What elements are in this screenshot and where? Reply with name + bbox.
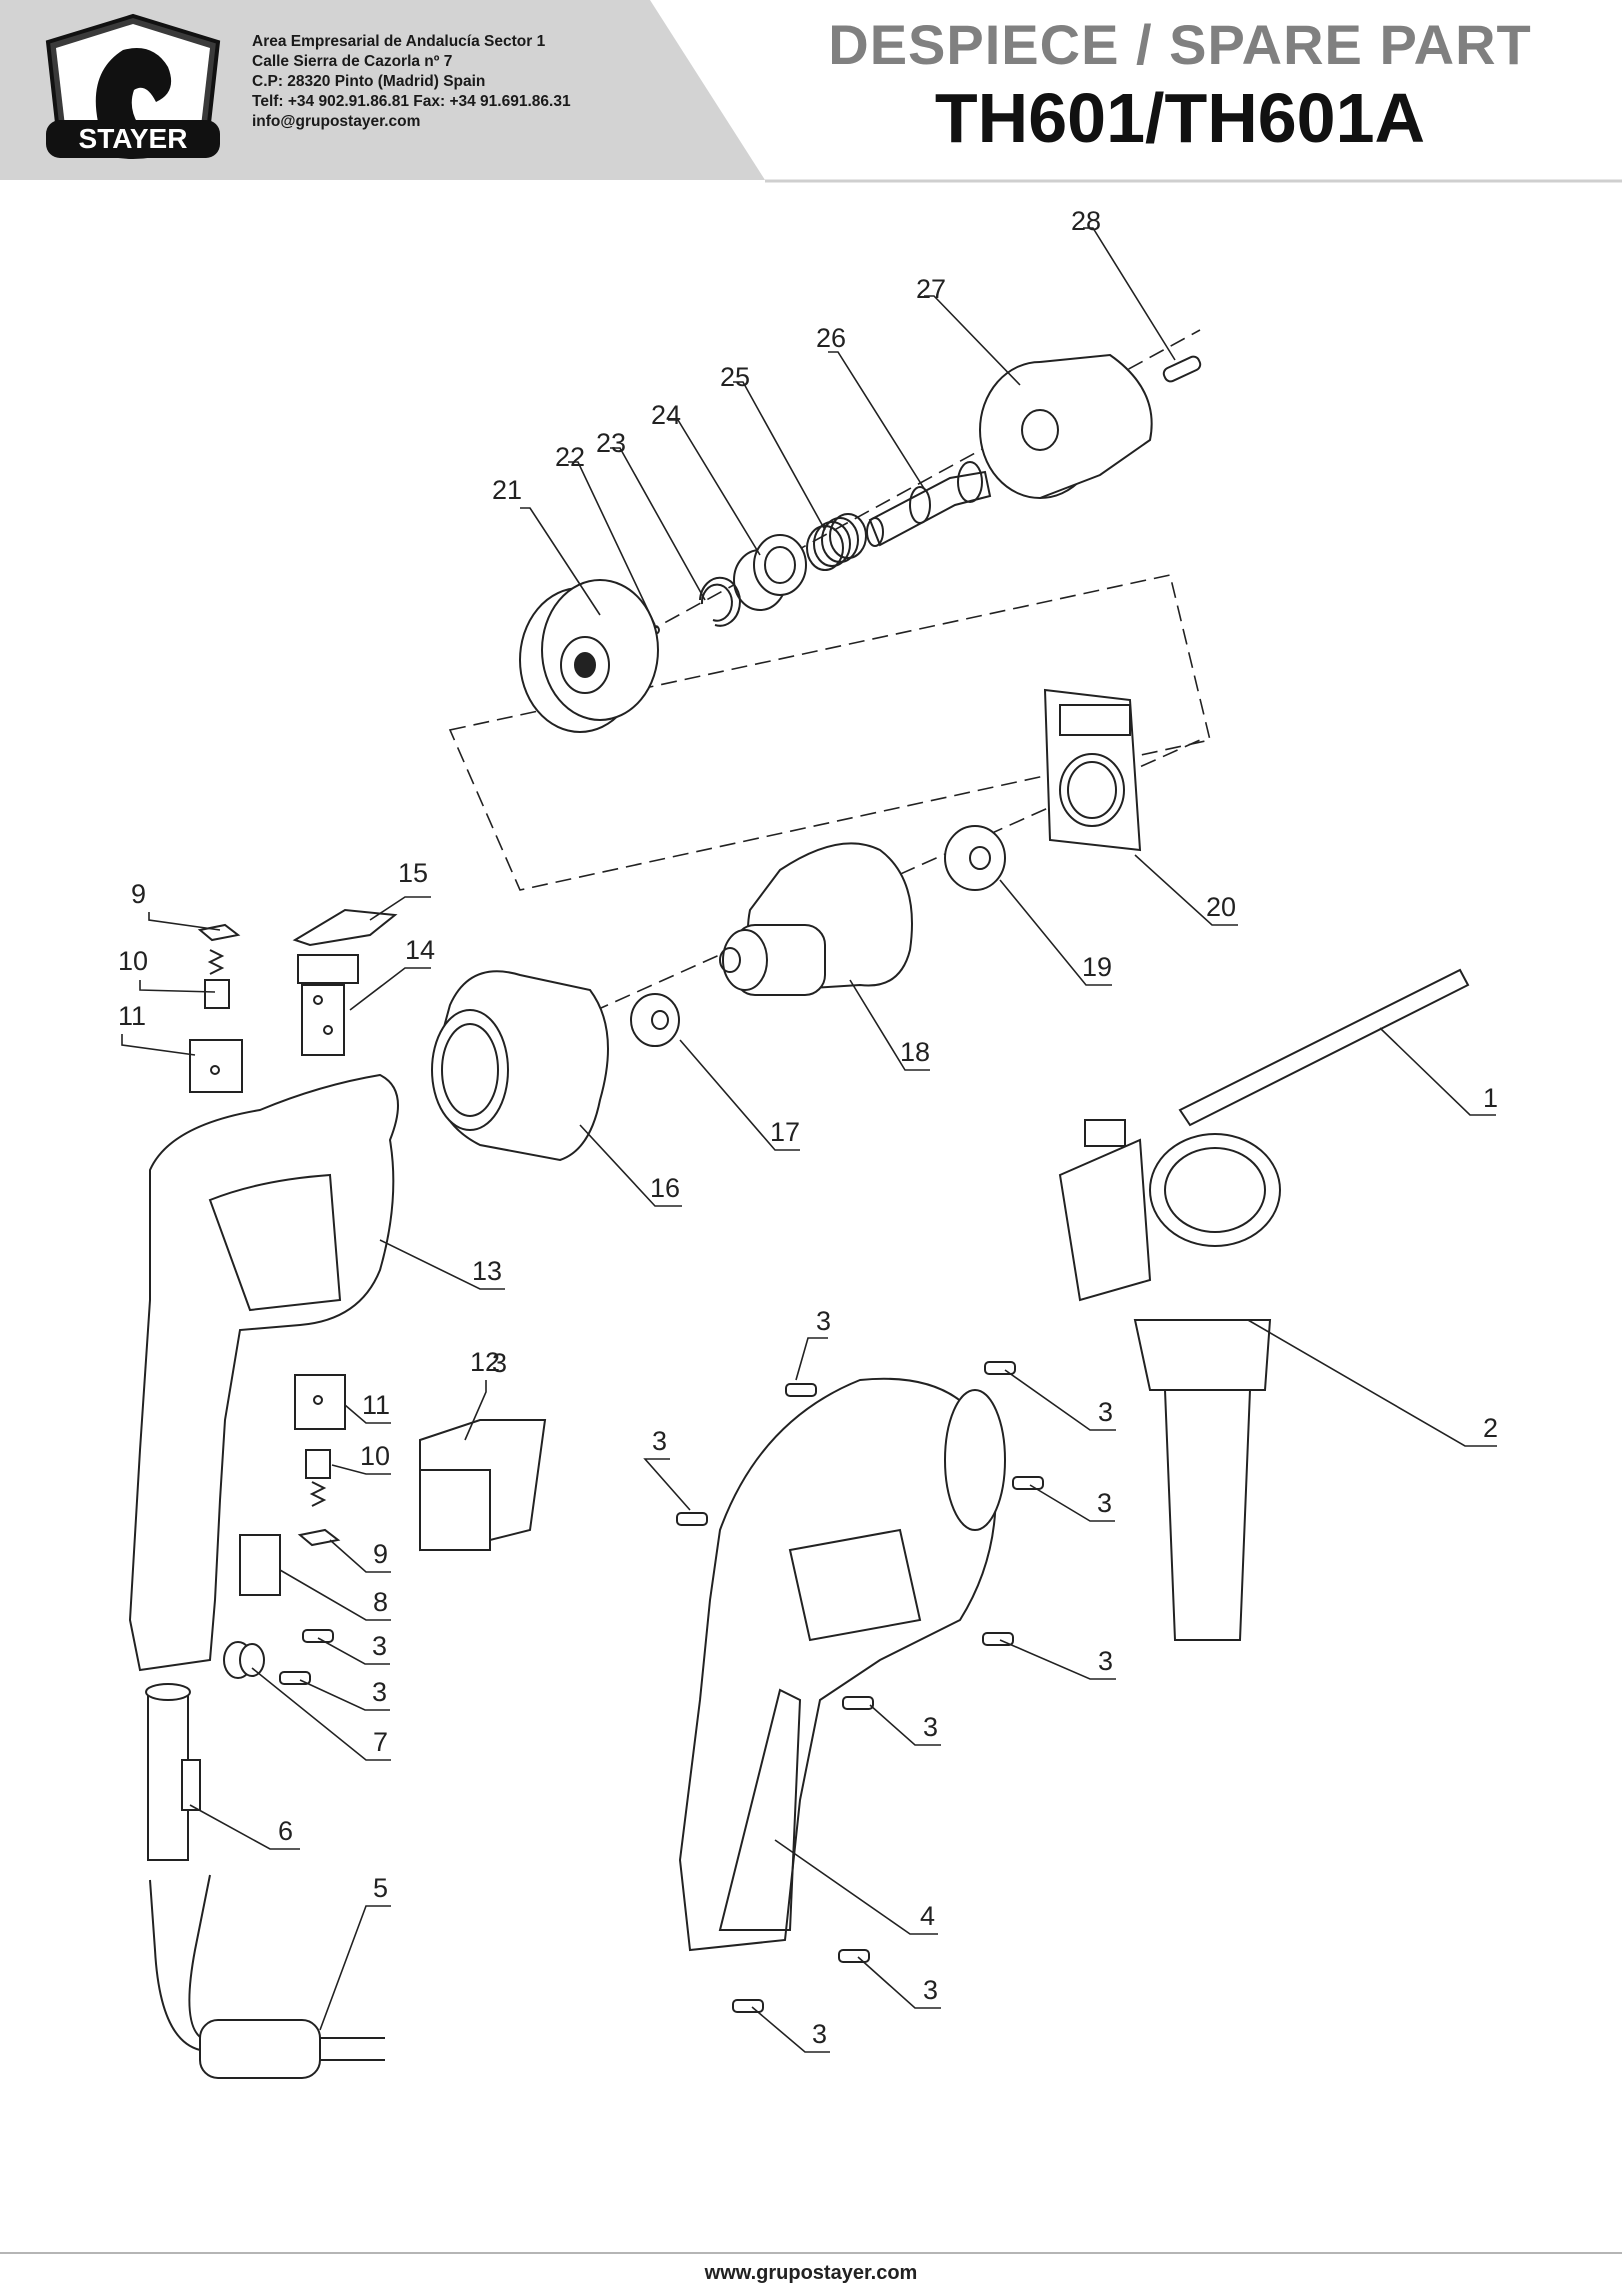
callout-3: 3 (923, 1712, 938, 1742)
callout-3: 3 (372, 1631, 387, 1661)
footer-website: www.grupostayer.com (704, 2262, 918, 2284)
callout-14: 14 (405, 935, 435, 965)
part-19-washer (944, 825, 1006, 891)
part-15-switch-cover (292, 908, 398, 947)
part-4-assembled-drill (678, 1377, 1006, 1952)
callout-28: 28 (1071, 206, 1101, 236)
company-phone-fax: Telf: +34 902.91.86.81 Fax: +34 91.691.8… (252, 93, 571, 110)
callout-18: 18 (900, 1037, 930, 1067)
callout-3: 3 (1097, 1488, 1112, 1518)
callout-3: 3 (1098, 1397, 1113, 1427)
callout-4: 4 (920, 1901, 935, 1931)
callout-1: 1 (1483, 1083, 1498, 1113)
callout-21: 21 (492, 475, 522, 505)
part-7-bushing (223, 1641, 265, 1679)
part-23-ring (699, 576, 741, 627)
part-6-cable-guard (145, 1683, 201, 1861)
callout-19: 19 (1082, 952, 1112, 982)
callout-22: 22 (555, 442, 585, 472)
callout-3-label: 3 (492, 1348, 507, 1378)
callout-3: 3 (652, 1426, 667, 1456)
logo-text: STAYER (79, 123, 188, 154)
callout-13: 13 (472, 1256, 502, 1286)
part-18-armature (719, 842, 913, 996)
callout-6: 6 (278, 1816, 293, 1846)
callout-11: 11 (362, 1390, 390, 1420)
callout-23: 23 (596, 428, 626, 458)
part-12-switch (419, 1419, 547, 1552)
callout-15: 15 (398, 858, 428, 888)
part-9-carbon-brush (297, 1528, 341, 1547)
callout-5: 5 (373, 1873, 388, 1903)
part-1-depth-rod (1178, 968, 1470, 1127)
model-number: TH601/TH601A (934, 79, 1426, 157)
callout-26: 26 (816, 323, 846, 353)
part-11-brush-holder (189, 1039, 243, 1093)
part-8-cable-clamp (239, 1534, 281, 1596)
company-address-line: Calle Sierra de Cazorla nº 7 (252, 53, 453, 70)
callout-10: 10 (118, 946, 148, 976)
callout-9: 9 (373, 1539, 388, 1569)
callout-16: 16 (650, 1173, 680, 1203)
part-21-gear (519, 579, 659, 733)
part-2-aux-handle (1058, 1119, 1281, 1641)
part-14-brush-holder (297, 954, 359, 1056)
part-5-power-cord (149, 1874, 385, 2079)
callout-2: 2 (1483, 1413, 1498, 1443)
footer-divider (0, 2252, 1622, 2254)
callout-17: 17 (770, 1117, 800, 1147)
callout-11: 11 (118, 1001, 146, 1031)
callout-8: 8 (373, 1587, 388, 1617)
callout-3: 3 (372, 1677, 387, 1707)
company-address-line: Area Empresarial de Andalucía Sector 1 (252, 33, 546, 50)
part-26-spindle (866, 461, 992, 547)
document-title: DESPIECE / SPARE PART (828, 13, 1532, 76)
callout-7: 7 (373, 1727, 388, 1757)
callout-20: 20 (1206, 892, 1236, 922)
part-25-spring (806, 513, 867, 571)
company-email: info@grupostayer.com (252, 113, 421, 130)
part-20-cover (1043, 688, 1142, 852)
part-28-pin (1162, 355, 1202, 383)
company-address-line: C.P: 28320 Pinto (Madrid) Spain (252, 73, 486, 90)
part-10-brush-spring (204, 949, 230, 1009)
stayer-logo: STAYER (45, 13, 221, 159)
part-13-housing-left (128, 1073, 399, 1672)
callout-25: 25 (720, 362, 750, 392)
callout-3: 3 (923, 1975, 938, 2005)
part-27-chuck (979, 353, 1153, 499)
part-24-sleeve (733, 534, 807, 611)
callout-3: 3 (1098, 1646, 1113, 1676)
callout-3: 3 (812, 2019, 827, 2049)
document-heading: DESPIECE / SPARE PART TH601/TH601A (770, 12, 1590, 158)
part-11-brush-holder (294, 1374, 346, 1430)
leader-lines (121, 227, 1497, 2053)
callout-10: 10 (360, 1441, 390, 1471)
callout-9: 9 (131, 879, 146, 909)
callout-27: 27 (916, 274, 946, 304)
callout-12: 12 (470, 1347, 500, 1377)
part-16-stator (431, 970, 609, 1162)
callout-24: 24 (651, 400, 681, 430)
part-17-washer (630, 993, 680, 1047)
callout-3: 3 (816, 1306, 831, 1336)
company-info: Area Empresarial de Andalucía Sector 1 C… (252, 32, 571, 132)
callout-labels: 1 2 3 3 3 3 3 3 3 3 3 3 3 4 5 6 7 8 9 9 … (118, 206, 1498, 2049)
part-10-brush-spring (305, 1449, 331, 1507)
